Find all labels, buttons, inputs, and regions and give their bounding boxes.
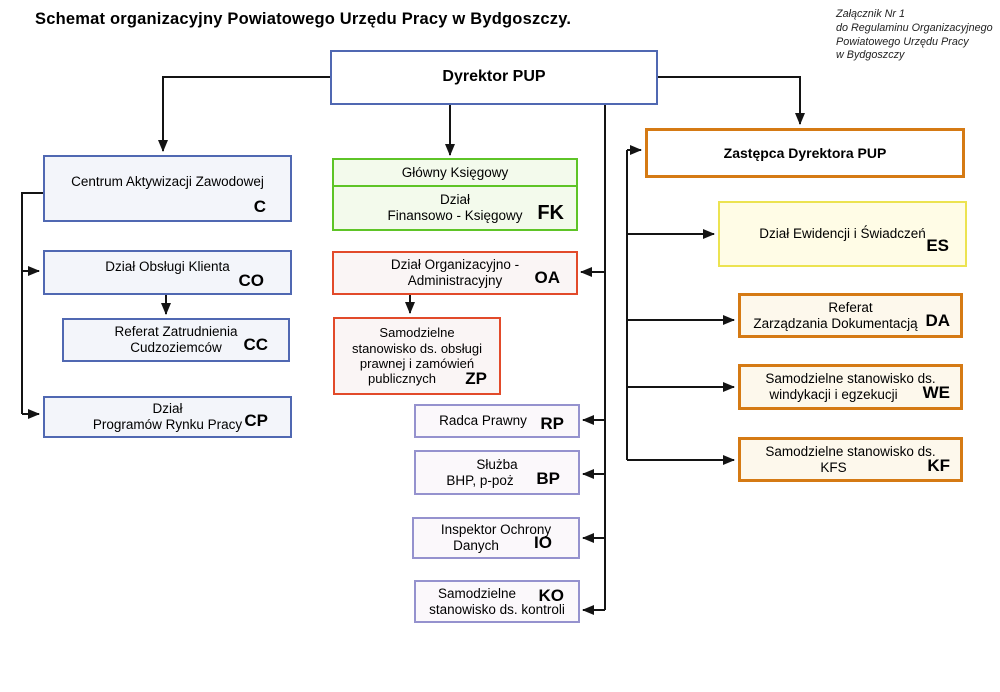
org-box-label: Zastępca Dyrektora PUP	[723, 144, 887, 161]
org-box-label: publicznych	[368, 371, 436, 387]
org-box-label: Samodzielne stanowisko ds.	[765, 371, 936, 387]
attachment-line: w Bydgoszczy	[836, 49, 905, 62]
org-box-label: Finansowo - Księgowy	[387, 208, 523, 223]
org-box-label: Cudzoziemców	[130, 340, 222, 355]
org-box-label: Referat Zatrudnienia	[114, 324, 238, 340]
org-box-dzial-programow-rynku-pracy: Dział Programów Rynku Pracy CP	[43, 396, 292, 438]
org-box-label: Główny Księgowy	[401, 164, 509, 180]
org-box-dzial-ewidencji-swiadczen: Dział Ewidencji i Świadczeń ES	[718, 201, 967, 267]
org-box-label: stanowisko ds. kontroli	[429, 601, 565, 617]
org-box-label: Służba	[476, 456, 518, 472]
org-box-stanowisko-windykacji-egzekucji: Samodzielne stanowisko ds. windykacji i …	[738, 364, 963, 410]
attachment-note: Załącznik Nr 1 do Regulaminu Organizacyj…	[836, 8, 1000, 63]
org-box-label: Dział Obsługi Klienta	[105, 258, 230, 274]
attachment-line: do Regulaminu Organizacyjnego	[836, 21, 993, 34]
org-box-label: Zarządzania Dokumentacją	[753, 315, 918, 331]
page-title: Schemat organizacyjny Powiatowego Urzędu…	[35, 10, 572, 28]
org-box-label: Programów Rynku Pracy	[92, 417, 243, 432]
org-box-label: Samodzielne stanowisko ds.	[765, 443, 936, 459]
org-box-centrum-aktywizacji-zawodowej: Centrum Aktywizacji Zawodowej C	[43, 155, 292, 222]
org-box-label: Dyrektor PUP	[442, 68, 546, 86]
org-box-dzial-obslugi-klienta: Dział Obsługi Klienta CO	[43, 250, 292, 295]
org-box-label: Samodzielne	[379, 325, 455, 341]
org-box-label: prawnej i zamówień	[359, 356, 475, 371]
org-box-code: BP	[536, 469, 560, 488]
org-box-code: RP	[540, 414, 564, 433]
org-box-code: IO	[534, 533, 552, 552]
org-box-code: FK	[537, 202, 564, 224]
org-box-referat-zarzadzania-dokumentacja: Referat Zarządzania Dokumentacją DA	[738, 293, 963, 338]
org-box-code: KF	[927, 456, 950, 475]
org-box-sluzba-bhp-ppoz: Służba BHP, p-poż BP	[414, 450, 580, 495]
org-box-zastepca-dyrektora-pup: Zastępca Dyrektora PUP	[645, 128, 965, 178]
org-box-label: Administracyjny	[407, 273, 503, 288]
org-box-label: Inspektor Ochrony	[440, 522, 552, 538]
org-box-ksiegowosc: Główny Księgowy Dział Finansowo - Księgo…	[332, 158, 578, 231]
org-box-label: windykacji i egzekucji	[769, 387, 898, 402]
org-box-label: KFS	[820, 459, 847, 475]
org-box-glowny-ksiegowy: Główny Księgowy	[334, 160, 576, 185]
attachment-line: Załącznik Nr 1	[836, 8, 905, 20]
org-box-label: Radca Prawny	[439, 413, 527, 429]
org-box-code: OA	[534, 268, 561, 287]
org-box-stanowisko-kfs: Samodzielne stanowisko ds. KFS KF	[738, 437, 963, 482]
org-box-stanowisko-obslugi-prawnej-zamowien: Samodzielne stanowisko ds. obsługi prawn…	[333, 317, 501, 395]
org-box-label: Dział	[439, 192, 470, 208]
org-box-label: stanowisko ds. obsługi	[351, 340, 483, 356]
org-box-code: KO	[538, 586, 565, 605]
org-box-code: C	[253, 197, 266, 216]
org-box-label: Dział Ewidencji i Świadczeń	[759, 226, 926, 242]
org-box-inspektor-ochrony-danych: Inspektor Ochrony Danych IO	[412, 517, 580, 559]
org-box-code: ZP	[465, 369, 487, 388]
org-box-referat-zatrudnienia-cudzoziemcow: Referat Zatrudnienia Cudzoziemców CC	[62, 318, 290, 362]
org-box-label: Samodzielne	[437, 585, 517, 601]
org-box-code: CC	[243, 335, 268, 354]
org-box-label: Dział Organizacyjno -	[390, 257, 520, 273]
org-box-code: CO	[238, 271, 265, 290]
org-box-code: CP	[244, 411, 268, 430]
attachment-line: Powiatowego Urzędu Pracy	[836, 35, 969, 48]
org-box-label: Referat	[828, 299, 873, 315]
org-box-label: Dział	[152, 401, 183, 417]
org-box-code: ES	[926, 236, 949, 255]
org-box-label: Danych	[453, 538, 499, 553]
org-box-stanowisko-kontroli: Samodzielne stanowisko ds. kontroli KO	[414, 580, 580, 623]
org-box-code: WE	[922, 383, 950, 402]
org-box-code: DA	[925, 311, 950, 330]
org-box-dzial-finansowo-ksiegowy: Dział Finansowo - Księgowy FK	[334, 185, 576, 229]
org-box-label: BHP, p-poż	[446, 472, 514, 488]
org-box-dzial-organizacyjno-administracyjny: Dział Organizacyjno - Administracyjny OA	[332, 251, 578, 295]
org-box-label: Centrum Aktywizacji Zawodowej	[71, 173, 264, 189]
org-box-radca-prawny: Radca Prawny RP	[414, 404, 580, 438]
org-box-dyrektor-pup: Dyrektor PUP	[330, 50, 658, 105]
